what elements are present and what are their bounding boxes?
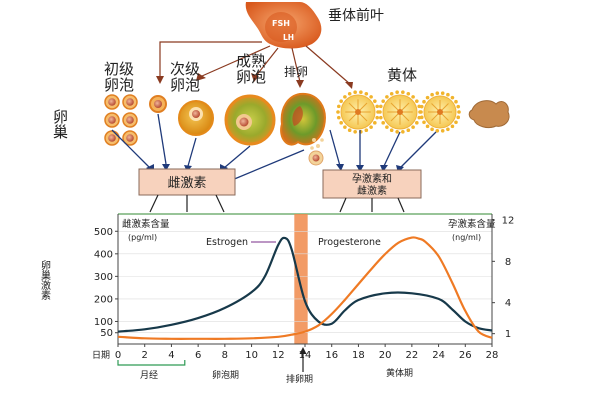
progesterone-series-label: Progesterone: [318, 237, 381, 248]
svg-text:孕激素和: 孕激素和: [352, 172, 392, 185]
x-tick-label: 16: [325, 350, 338, 361]
estrogen-series-label: Estrogen: [206, 237, 248, 248]
estrogen-line: [117, 236, 493, 333]
x-tick-label: 28: [486, 350, 499, 361]
svg-text:卵泡: 卵泡: [236, 68, 266, 86]
box-arrows: [111, 113, 437, 181]
ovulation-arrow-head: [299, 347, 307, 354]
fsh-label: FSH: [272, 19, 290, 28]
primary-follicle: [122, 94, 138, 110]
primary-follicle: [104, 112, 120, 128]
right-axis-unit: (ng/ml): [452, 233, 481, 242]
pituitary-title: 垂体前叶: [328, 7, 384, 24]
primary-follicle: [122, 130, 138, 146]
svg-text:成熟: 成熟: [236, 52, 266, 70]
svg-text:次级: 次级: [170, 60, 200, 78]
x-tick-label: 2: [142, 350, 148, 361]
pituitary-gland: FSH LH: [245, 2, 322, 49]
x-tick-label: 20: [379, 350, 392, 361]
left-tick-label: 200: [94, 294, 113, 305]
right-tick-label: 1: [505, 329, 511, 340]
corpus-luteum: [419, 91, 461, 133]
primary-follicle-large: [149, 95, 167, 113]
corpus-luteum-sequence: [336, 90, 461, 134]
right-tick-label: 8: [505, 257, 511, 268]
box-down-arrows: [149, 194, 405, 213]
y-axis-title: 卵巢激素: [39, 260, 51, 300]
right-axis-ticks: 1 4 8 12: [492, 216, 515, 340]
svg-text:雌激素: 雌激素: [167, 175, 206, 191]
svg-text:卵泡: 卵泡: [104, 76, 134, 94]
lh-label: LH: [283, 33, 294, 42]
ovulating-follicle: [280, 92, 326, 166]
phase-menses: 月经: [140, 369, 158, 381]
x-tick-label: 0: [115, 350, 121, 361]
estrogen-box: 雌激素: [138, 168, 236, 196]
right-tick-label: 12: [502, 216, 515, 227]
left-tick-label: 400: [94, 249, 113, 260]
x-axis-title: 日期: [92, 350, 110, 361]
left-axis-unit: (pg/ml): [128, 233, 157, 242]
phase-luteal: 黄体期: [386, 367, 413, 379]
phase-labels: 月经 卵泡期 排卵期 黄体期: [117, 347, 413, 385]
x-tick-label: 10: [245, 350, 258, 361]
left-tick-label: 300: [94, 272, 113, 283]
x-tick-label: 24: [432, 350, 445, 361]
pituitary-arrow-heads: [156, 73, 353, 89]
primary-follicles: [104, 94, 138, 146]
corpus-albicans: [468, 100, 510, 129]
ovulation-band: [294, 214, 308, 344]
label-secondary: 次级 卵泡: [170, 60, 200, 94]
primary-follicle: [122, 112, 138, 128]
primary-follicle: [104, 94, 120, 110]
x-tick-label: 4: [168, 350, 174, 361]
secondary-follicle: [178, 100, 214, 136]
ovary-label: 卵巢: [51, 109, 69, 139]
svg-text:卵泡: 卵泡: [170, 76, 200, 94]
left-axis-title: 雌激素含量: [122, 218, 170, 230]
x-tick-label: 22: [405, 350, 418, 361]
left-tick-label: 50: [100, 328, 113, 339]
label-mature: 成熟 卵泡: [236, 52, 266, 86]
estrogen-legend: Estrogen: [206, 237, 276, 248]
x-tick-label: 18: [352, 350, 365, 361]
mature-follicle: [224, 94, 276, 146]
svg-text:初级: 初级: [104, 60, 134, 78]
x-tick-label: 12: [272, 350, 285, 361]
menses-bracket: [117, 360, 186, 366]
left-tick-label: 100: [94, 317, 113, 328]
phase-ovulation: 排卵期: [286, 373, 313, 385]
phase-follicular: 卵泡期: [212, 369, 239, 381]
label-primary: 初级 卵泡: [104, 60, 134, 94]
corpus-luteum: [378, 90, 422, 134]
x-tick-label: 8: [222, 350, 228, 361]
right-tick-label: 4: [505, 298, 511, 309]
primary-follicle: [104, 130, 120, 146]
pituitary-arrows: [159, 41, 351, 85]
progesterone-estrogen-box: 孕激素和 雌激素: [322, 169, 422, 199]
svg-text:雌激素: 雌激素: [357, 184, 387, 197]
corpus-luteum: [336, 90, 380, 134]
x-tick-label: 6: [195, 350, 201, 361]
left-tick-label: 500: [94, 227, 113, 238]
right-axis-title: 孕激素含量: [448, 218, 496, 230]
x-tick-label: 14: [299, 350, 312, 361]
label-ovulation: 排卵: [284, 65, 308, 79]
progesterone-line: [117, 236, 493, 340]
label-corpus-luteum: 黄体: [387, 66, 417, 84]
x-tick-label: 26: [459, 350, 472, 361]
